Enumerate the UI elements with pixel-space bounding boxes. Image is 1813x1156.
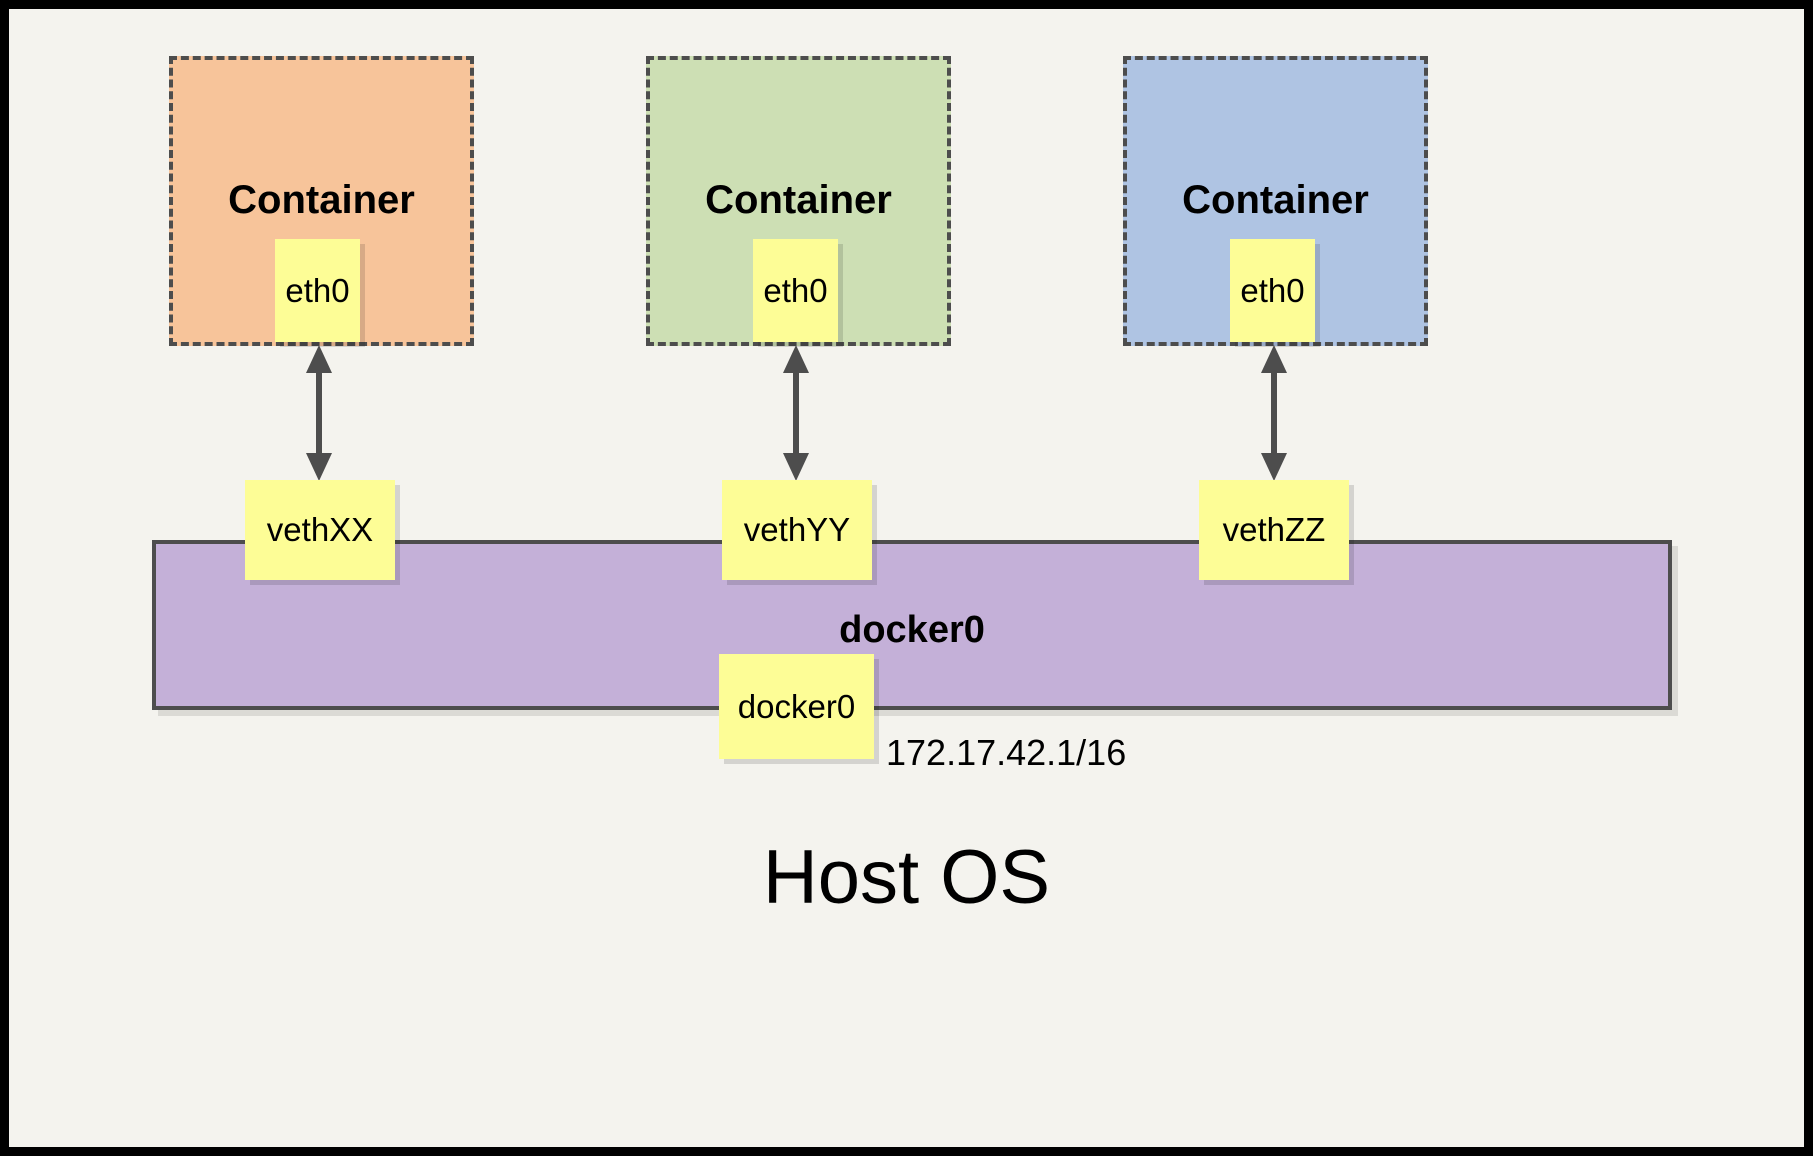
container-title-1: Container xyxy=(228,178,415,222)
host-os-title: Host OS xyxy=(762,835,1051,920)
arrow-container-1-to-veth-1 xyxy=(306,345,332,481)
veth-label-1: vethXX xyxy=(266,511,374,548)
veth-box-2: vethYY xyxy=(722,480,872,580)
eth0-box-3: eth0 xyxy=(1230,239,1315,342)
eth0-label-2: eth0 xyxy=(763,271,828,309)
docker0-bridge: docker0 xyxy=(152,540,1672,710)
container-title-3: Container xyxy=(1182,178,1369,222)
docker0-bridge-label: docker0 xyxy=(839,609,985,651)
docker0-ip-label: 172.17.42.1/16 xyxy=(886,732,1127,773)
docker0-interface-box: docker0 xyxy=(719,654,874,759)
veth-box-1: vethXX xyxy=(245,480,395,580)
docker0-interface-label: docker0 xyxy=(737,687,856,725)
eth0-label-1: eth0 xyxy=(285,271,350,309)
veth-label-2: vethYY xyxy=(743,511,851,548)
eth0-box-2: eth0 xyxy=(753,239,838,342)
veth-label-3: vethZZ xyxy=(1222,511,1326,548)
eth0-label-3: eth0 xyxy=(1240,271,1305,309)
veth-box-3: vethZZ xyxy=(1199,480,1349,580)
arrow-container-2-to-veth-2 xyxy=(783,345,809,481)
container-title-2: Container xyxy=(705,178,892,222)
arrow-container-3-to-veth-3 xyxy=(1261,345,1287,481)
eth0-box-1: eth0 xyxy=(275,239,360,342)
